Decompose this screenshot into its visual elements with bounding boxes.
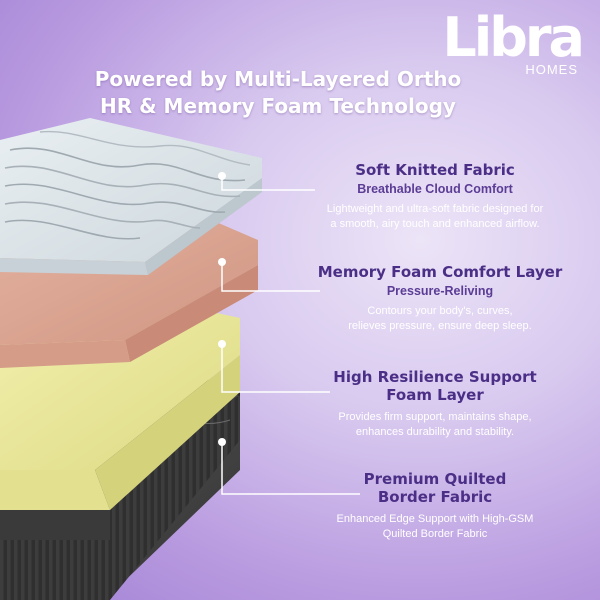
feature-description-line: Provides firm support, maintains shape, <box>338 411 532 423</box>
headline: Powered by Multi-Layered Ortho HR & Memo… <box>88 66 468 120</box>
feature-memory-foam-comfort-layer: Memory Foam Comfort Layer Pressure-Reliv… <box>300 263 580 334</box>
feature-title: Memory Foam Comfort Layer <box>317 263 563 281</box>
feature-subtitle: Pressure-Reliving <box>386 284 494 298</box>
feature-subtitle: Breathable Cloud Comfort <box>357 182 513 196</box>
feature-description-line: Lightweight and ultra-soft fabric design… <box>326 203 544 215</box>
feature-description-line: enhances durability and stability. <box>355 426 515 438</box>
feature-title: Premium Quilted <box>363 470 507 488</box>
headline-line-2: HR & Memory Foam Technology <box>100 94 456 118</box>
feature-description: Lightweight and ultra-soft fabric design… <box>310 202 560 232</box>
headline-line-1: Powered by Multi-Layered Ortho <box>94 67 462 91</box>
feature-description: Provides firm support, maintains shape, … <box>300 410 570 440</box>
feature-description: Enhanced Edge Support with High-GSM Quil… <box>300 512 570 542</box>
feature-title: Border Fabric <box>377 488 493 506</box>
feature-title: Foam Layer <box>386 386 484 404</box>
knitted-fabric-layer <box>0 118 262 275</box>
connector-2 <box>218 258 320 292</box>
brand-name: Libra <box>442 6 585 69</box>
feature-description-line: relieves pressure, ensure deep sleep. <box>348 320 532 332</box>
feature-title: High Resilience Support <box>333 368 537 386</box>
feature-description-line: Enhanced Edge Support with High-GSM <box>336 513 534 525</box>
feature-description-line: Quilted Border Fabric <box>382 528 488 540</box>
feature-soft-knitted-fabric: Soft Knitted Fabric Breathable Cloud Com… <box>310 161 560 232</box>
connector-4 <box>218 438 360 495</box>
feature-description-line: Contours your body's, curves, <box>367 305 513 317</box>
connector-3 <box>218 340 330 393</box>
feature-title: Soft Knitted Fabric <box>355 161 515 179</box>
connector-1 <box>218 172 315 191</box>
brand-logo: Libra HOMES <box>432 6 585 78</box>
feature-description-line: a smooth, airy touch and enhanced airflo… <box>330 218 540 230</box>
brand-subtitle: HOMES <box>525 62 578 77</box>
feature-high-resilience-support: High Resilience Support Foam Layer Provi… <box>300 368 570 440</box>
feature-description: Contours your body's, curves, relieves p… <box>300 304 580 334</box>
feature-premium-quilted-border: Premium Quilted Border Fabric Enhanced E… <box>300 470 570 542</box>
